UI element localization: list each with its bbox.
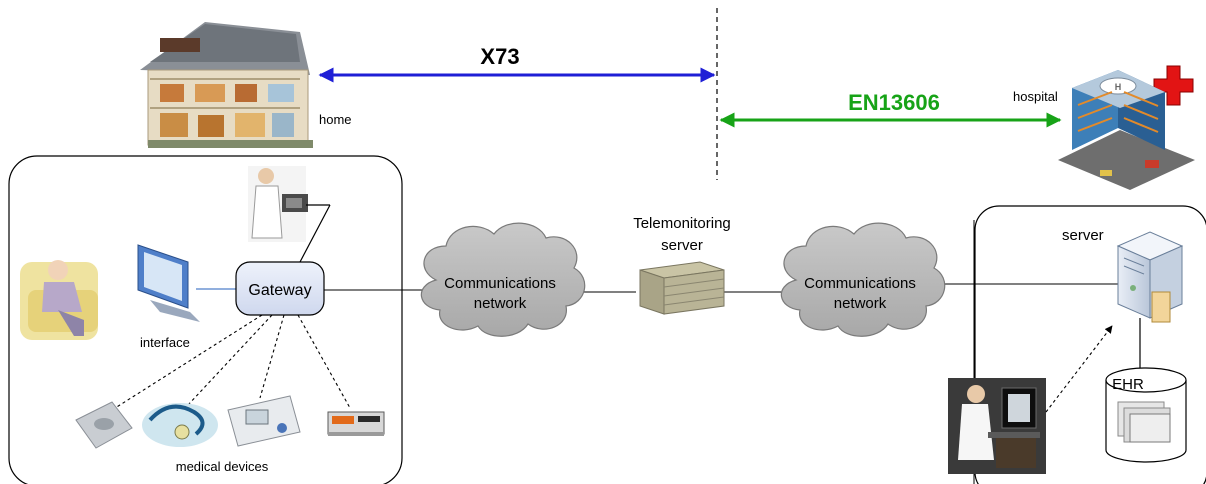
ehr-label: EHR	[1112, 376, 1144, 393]
scale-icon	[75, 401, 133, 449]
en13606-label: EN13606	[848, 90, 940, 115]
medical-devices-label: medical devices	[176, 459, 269, 474]
interface-label: interface	[140, 335, 190, 350]
gateway-box	[235, 261, 325, 316]
svg-text:H: H	[1115, 82, 1122, 92]
clinician-server-link	[1045, 325, 1113, 413]
x73-label: X73	[480, 44, 519, 69]
ecg-device-icon	[327, 411, 385, 436]
stethoscope-icon	[142, 403, 218, 447]
house-illustration-icon	[140, 22, 313, 148]
ehr-database-icon	[1105, 367, 1187, 463]
hospital-network-box	[974, 205, 1206, 484]
home-network-box	[8, 155, 403, 484]
doctor-icon	[248, 166, 308, 242]
communications-cloud-left	[420, 222, 586, 337]
telemonitoring-line1: Telemonitoring	[633, 215, 731, 232]
cloud-right-line1: Communications	[804, 275, 916, 292]
server-label: server	[1062, 227, 1104, 244]
clinician-workstation-icon	[948, 378, 1046, 474]
red-cross-icon	[1153, 65, 1194, 106]
telemonitoring-line2: server	[661, 237, 703, 254]
hospital-label: hospital	[1013, 89, 1058, 104]
telemonitoring-server-icon	[639, 261, 725, 315]
cloud-right-line2: network	[834, 295, 887, 312]
gateway-label: Gateway	[248, 282, 311, 299]
blood-pressure-monitor-icon	[227, 395, 301, 447]
doctor-gateway-link	[299, 204, 331, 263]
elderly-patient-icon	[20, 260, 98, 340]
cloud-left-line1: Communications	[444, 275, 556, 292]
cloud-left-line2: network	[474, 295, 527, 312]
hospital-building-icon: H	[1058, 70, 1195, 190]
home-label: home	[319, 112, 352, 127]
device-links	[111, 314, 351, 411]
server-tower-icon	[1116, 231, 1184, 323]
monitor-icon	[137, 244, 200, 322]
communications-cloud-right	[780, 222, 946, 337]
